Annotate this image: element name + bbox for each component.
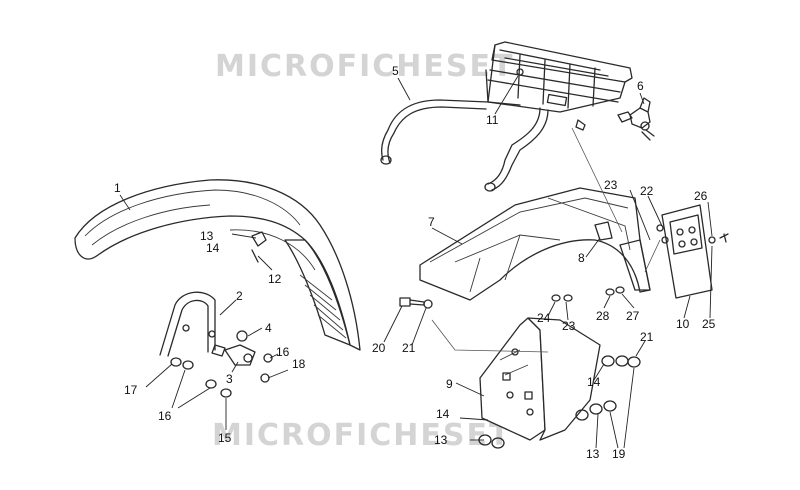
washers-left [170,231,267,398]
seat-lock-part [617,97,655,141]
callout-8: 8 [578,251,585,265]
callout-14-bottom: 14 [436,407,450,421]
callout-18: 18 [292,357,306,371]
washers-right [478,286,641,449]
callout-15: 15 [218,431,232,445]
callout-2: 2 [236,289,243,303]
assembly-line [431,127,661,353]
callout-10: 10 [676,317,690,331]
u-bracket-part [159,291,216,357]
callout-14-top: 14 [206,241,220,255]
callout-16-left: 16 [158,409,172,423]
callout-labels: 1 2 3 4 5 6 7 8 9 10 11 12 13 13 13 14 1… [114,64,716,461]
callout-9: 9 [446,377,453,391]
callout-3: 3 [226,372,233,386]
callout-23-top: 23 [604,178,618,192]
callout-12: 12 [268,272,282,286]
clamp-part [211,330,273,383]
watermark-top: MICROFICHESET [215,49,514,84]
callout-26: 26 [694,189,708,203]
license-plate-bracket-part [656,204,729,299]
callout-4: 4 [265,321,272,335]
callout-25: 25 [702,317,716,331]
luggage-rack-part [380,41,633,192]
callout-21-left: 21 [402,341,416,355]
callout-19: 19 [612,447,626,461]
watermark-bottom: MICROFICHESET [212,418,511,453]
callout-27: 27 [626,309,640,323]
callout-16-right: 16 [276,345,290,359]
callout-7: 7 [428,215,435,229]
callout-1: 1 [114,181,121,195]
callout-20: 20 [372,341,386,355]
callout-11: 11 [486,113,499,127]
callout-14-right: 14 [587,375,601,389]
callout-13-bottom-right: 13 [586,447,600,461]
rear-mudguard-part [74,179,361,351]
tail-panel-part [479,317,601,441]
callout-21-right: 21 [640,330,654,344]
leader-lines [119,75,713,449]
callout-5: 5 [392,64,399,78]
callout-22: 22 [640,184,654,198]
callout-17: 17 [124,383,138,397]
callout-13-top: 13 [200,229,214,243]
rear-fender-part [419,187,651,301]
callout-13-bottom-left: 13 [434,433,448,447]
callout-24: 24 [537,311,551,325]
callout-6: 6 [637,79,644,93]
callout-23-bottom: 23 [562,319,576,333]
callout-28: 28 [596,309,610,323]
bolt-20-part [399,297,433,309]
